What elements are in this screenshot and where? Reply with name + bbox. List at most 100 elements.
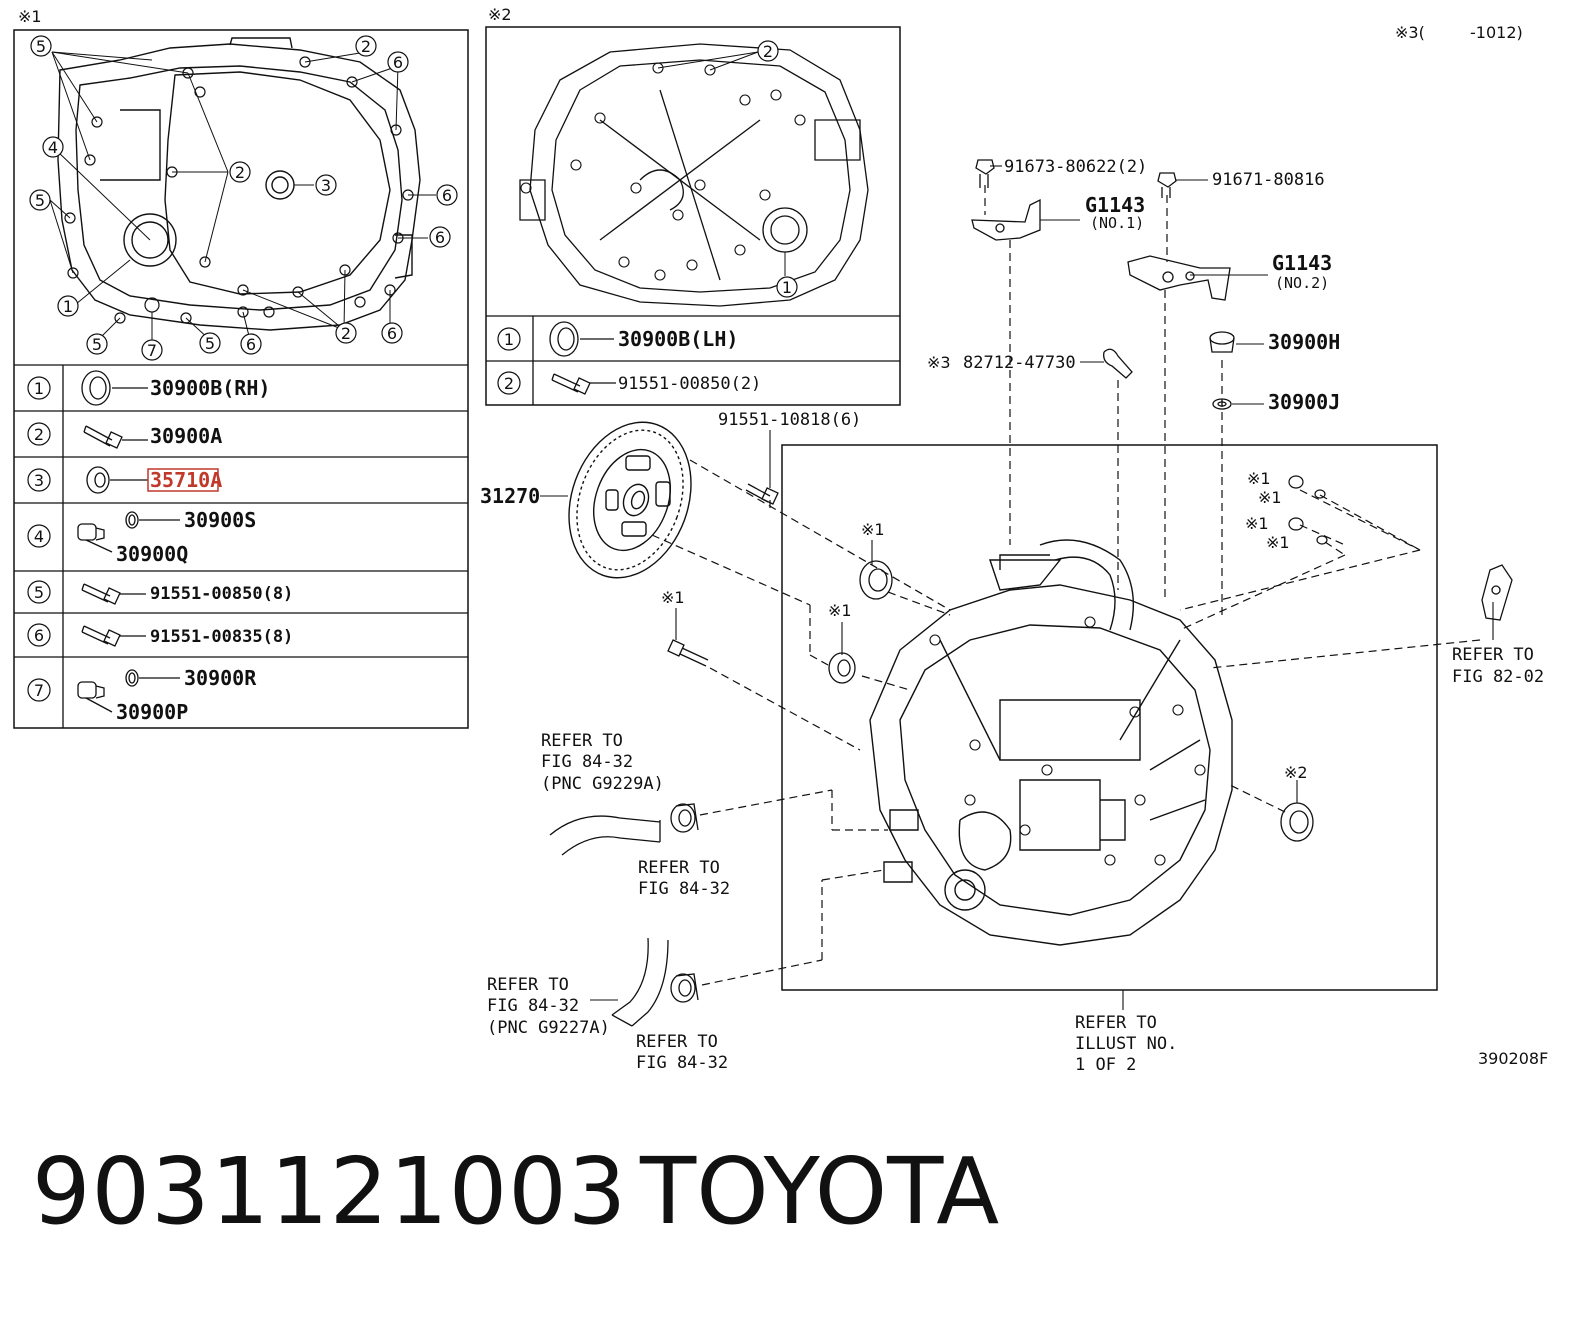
seal-assembly-1 [859, 560, 893, 600]
left-table-grid [14, 364, 468, 728]
label-refer-hose2-c: (PNC G9227A) [487, 1018, 610, 1038]
bracket-no2 [1127, 255, 1231, 301]
part-label: 30900R [184, 666, 257, 690]
callout: 4 [48, 138, 58, 157]
label-bolt-disc: 91551-10818(6) [718, 410, 861, 430]
part-label: 30900B(LH) [618, 327, 738, 351]
label-plug-h: 30900H [1268, 330, 1340, 354]
assembly-frame [781, 444, 1438, 991]
marker-2-mid: ※2 [488, 5, 512, 24]
part-label: 30900A [150, 424, 222, 448]
plug-icon [77, 511, 180, 553]
label-bolt-91673: 91673-80622(2) [1004, 157, 1147, 177]
part-label: 91551-00850(8) [150, 584, 293, 604]
transaxle-drawing [869, 539, 1233, 946]
row-number: 6 [34, 626, 44, 645]
row-number: 1 [34, 379, 44, 398]
marker-1-nut2: ※1 [1258, 488, 1282, 507]
clutch-disc-31270 [568, 421, 692, 579]
label-refer-illust-c: 1 OF 2 [1075, 1055, 1136, 1075]
bolt-icon [81, 583, 146, 605]
mid-table-circles [497, 327, 521, 395]
callout: 2 [235, 163, 245, 182]
seal-assembly-3 [1280, 802, 1314, 842]
plug-30900h [1209, 331, 1235, 353]
mid-table-numbers: 1 2 [504, 330, 514, 393]
bolt-91671 [1157, 172, 1177, 198]
part-label: 30900S [184, 508, 256, 532]
marker-1-nut1: ※1 [1247, 469, 1271, 488]
label-refer-82-fig: FIG 82-02 [1452, 667, 1544, 687]
part-label: 30900P [116, 700, 188, 724]
drawing-code: 390208F [1478, 1049, 1548, 1068]
mid-table-labels: 30900B(LH) 91551-00850(2) [618, 327, 761, 394]
label-g1143-no2: G1143 [1272, 251, 1332, 275]
mid-leader-lines [657, 51, 786, 276]
part-label-highlighted: 35710A [150, 468, 222, 492]
hose-upper [549, 815, 661, 856]
left-panel-frame [13, 29, 469, 729]
row-number: 7 [34, 681, 44, 700]
brand-name: TOYOTA [640, 1138, 1000, 1245]
label-refer-illust-a: REFER TO [1075, 1013, 1157, 1033]
callout: 1 [782, 278, 792, 297]
callout: 2 [341, 324, 351, 343]
mid-table-grid [486, 315, 900, 405]
marker-2-seal: ※2 [1284, 763, 1308, 782]
row-number: 4 [34, 527, 44, 546]
marker-1-left: ※1 [18, 7, 42, 26]
marker-3: ※3 [927, 353, 951, 372]
callout: 6 [442, 186, 452, 205]
callout: 5 [35, 191, 45, 210]
oil-seal-icon [549, 321, 579, 357]
label-refer-clamp2-b: FIG 84-32 [636, 1053, 728, 1073]
label-refer-illust-b: ILLUST NO. [1075, 1034, 1177, 1054]
label-refer-82: REFER TO [1452, 645, 1534, 665]
part-label: 91551-00850(2) [618, 374, 761, 394]
clamp-upper [670, 803, 699, 833]
callout: 6 [387, 324, 397, 343]
parts-diagram: ※1 [13, 5, 1548, 1075]
marker-1-bolt: ※1 [661, 588, 685, 607]
bolt-icon [81, 625, 146, 647]
label-g1143-no2-sub: (NO.2) [1275, 274, 1329, 292]
label-refer-hose1-c: (PNC G9229A) [541, 774, 664, 794]
left-table-numbers: 1 2 3 4 5 6 7 [34, 379, 44, 700]
left-callout-numbers: 5 2 6 4 2 3 6 5 6 1 2 6 5 7 5 6 [35, 37, 452, 360]
row-number: 2 [34, 425, 44, 444]
callout: 6 [393, 53, 403, 72]
label-refer-hose1-b: FIG 84-32 [541, 752, 633, 772]
row-number: 5 [34, 583, 44, 602]
callout: 5 [92, 335, 102, 354]
callout: 5 [36, 37, 46, 56]
callout: 6 [246, 335, 256, 354]
hose-lower [611, 937, 669, 1027]
left-callouts [29, 35, 458, 361]
label-refer-hose2-a: REFER TO [487, 975, 569, 995]
mid-case-drawing [519, 43, 869, 307]
marker-3-top-code: -1012) [1470, 23, 1523, 42]
plug-icon [77, 669, 180, 713]
callout: 1 [63, 297, 73, 316]
row-number: 1 [504, 330, 514, 349]
row-number: 2 [504, 374, 514, 393]
row-number: 3 [34, 471, 44, 490]
bolt-91551-10818 [745, 483, 779, 505]
assembly-labels: 91673-80622(2) 91671-80816 G1143 (NO.1) … [480, 157, 1548, 1075]
dashed-leaders [651, 185, 1481, 986]
clamp-lower [670, 973, 699, 1003]
mid-panel-frame [485, 26, 901, 406]
part-label: 30900B(RH) [150, 376, 270, 400]
label-gasket-j: 30900J [1268, 390, 1340, 414]
mid-case-bolts [520, 62, 806, 281]
label-g1143-no1: G1143 [1085, 193, 1145, 217]
left-case-drawing [57, 37, 421, 331]
mid-callout-numbers: 2 1 [763, 42, 792, 297]
label-g1143-no1-sub: (NO.1) [1090, 214, 1144, 232]
mid-callouts [757, 40, 798, 298]
callout: 2 [361, 37, 371, 56]
marker-1-seal1: ※1 [861, 520, 885, 539]
mid-table-icons [549, 321, 616, 395]
gasket-30900j [1212, 398, 1232, 410]
label-refer-clamp2-a: REFER TO [636, 1032, 718, 1052]
